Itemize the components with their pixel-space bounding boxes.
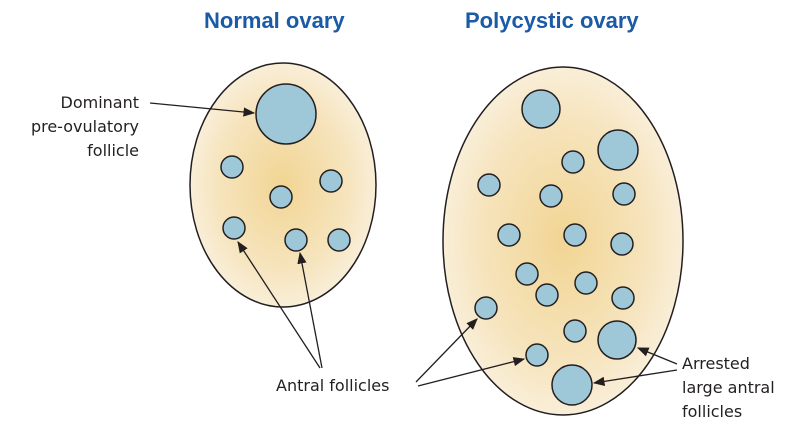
follicle <box>475 297 497 319</box>
label-line: pre-ovulatory <box>31 115 139 139</box>
follicle <box>613 183 635 205</box>
title-normal-ovary: Normal ovary <box>204 8 345 34</box>
antral-follicle <box>285 229 307 251</box>
follicle <box>526 344 548 366</box>
follicle <box>598 130 638 170</box>
follicle <box>562 151 584 173</box>
follicle <box>498 224 520 246</box>
antral-follicle <box>221 156 243 178</box>
follicle <box>575 272 597 294</box>
label-line: follicles <box>682 400 775 424</box>
antral-follicle <box>320 170 342 192</box>
follicle <box>612 287 634 309</box>
label-line: large antral <box>682 376 775 400</box>
label-arrested-follicles: Arrested large antral follicles <box>682 352 775 424</box>
label-antral-follicles: Antral follicles <box>276 374 389 398</box>
follicle <box>540 185 562 207</box>
antral-arrow <box>416 319 477 382</box>
title-polycystic-ovary: Polycystic ovary <box>465 8 639 34</box>
follicle <box>522 90 560 128</box>
label-line: Arrested <box>682 352 775 376</box>
follicle <box>611 233 633 255</box>
follicle <box>478 174 500 196</box>
polycystic-ovary <box>443 67 683 415</box>
arrested-follicle <box>598 321 636 359</box>
follicle <box>516 263 538 285</box>
antral-follicle <box>223 217 245 239</box>
follicle <box>564 320 586 342</box>
follicle <box>564 224 586 246</box>
follicle <box>536 284 558 306</box>
antral-follicle <box>270 186 292 208</box>
label-dominant-follicle: Dominant pre-ovulatory follicle <box>31 91 139 163</box>
label-line: follicle <box>31 139 139 163</box>
dominant-follicle <box>256 84 316 144</box>
label-line: Dominant <box>31 91 139 115</box>
antral-follicle <box>328 229 350 251</box>
arrested-follicle <box>552 365 592 405</box>
